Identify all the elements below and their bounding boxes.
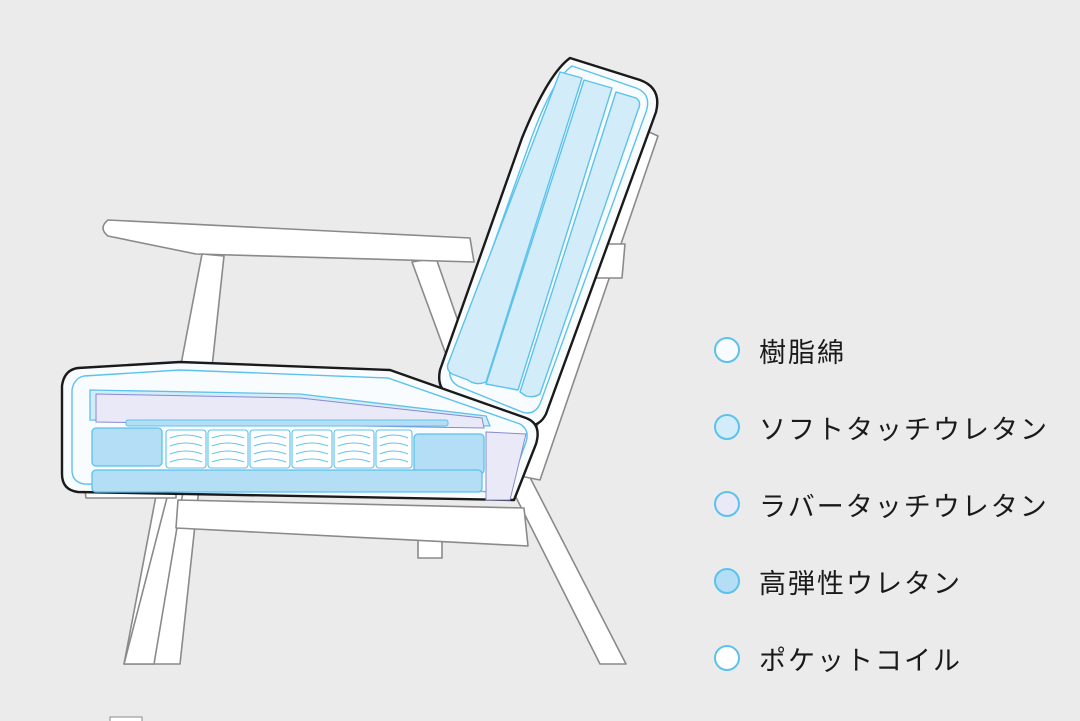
legend-item-soft-touch-urethane: ソフトタッチウレタン	[714, 404, 1074, 450]
legend-item-resin-wadding: 樹脂綿	[714, 327, 1074, 373]
circle-swatch-icon	[714, 414, 740, 440]
seat-high-resilience-urethane-base	[91, 469, 483, 493]
seat-cushion	[60, 360, 539, 502]
chair-armrest	[102, 219, 475, 263]
circle-swatch-icon	[714, 337, 740, 363]
circle-swatch-icon	[714, 491, 740, 517]
legend-label: ラバータッチウレタン	[759, 491, 1049, 523]
bottom-edge-fragment	[109, 716, 143, 721]
seat-high-resilience-urethane-front	[91, 427, 163, 467]
back-cushion-wadding-layer	[448, 65, 649, 414]
legend-label: 高弾性ウレタン	[759, 568, 962, 600]
pocket-coil	[249, 429, 291, 469]
seat-pocket-coils	[165, 429, 413, 469]
legend-label: ソフトタッチウレタン	[759, 414, 1049, 446]
legend-label: 樹脂綿	[759, 337, 846, 369]
seat-rubber-touch-rear-block	[485, 431, 527, 501]
pocket-coil	[165, 429, 207, 469]
legend-item-rubber-touch-urethane: ラバータッチウレタン	[714, 481, 1074, 527]
legend-item-pocket-coil: ポケットコイル	[714, 635, 1074, 681]
back-cushion	[438, 56, 659, 427]
pocket-coil	[375, 429, 413, 469]
chair-cutaway-illustration	[60, 56, 659, 721]
back-cushion-foam-panels	[446, 71, 641, 398]
seat-cushion-wadding-layer	[71, 369, 528, 493]
seat-high-resilience-urethane-rear	[413, 433, 485, 475]
pocket-coil	[333, 429, 375, 469]
pocket-coil	[207, 429, 249, 469]
material-legend: 樹脂綿 ソフトタッチウレタン ラバータッチウレタン 高弾性ウレタン ポケットコイ…	[714, 327, 1074, 712]
circle-swatch-icon	[714, 645, 740, 671]
seat-pocket-coil-cover	[125, 419, 449, 427]
circle-swatch-icon	[714, 568, 740, 594]
legend-label: ポケットコイル	[759, 645, 962, 677]
pocket-coil	[291, 429, 333, 469]
legend-item-high-resilience-urethane: 高弾性ウレタン	[714, 558, 1074, 604]
